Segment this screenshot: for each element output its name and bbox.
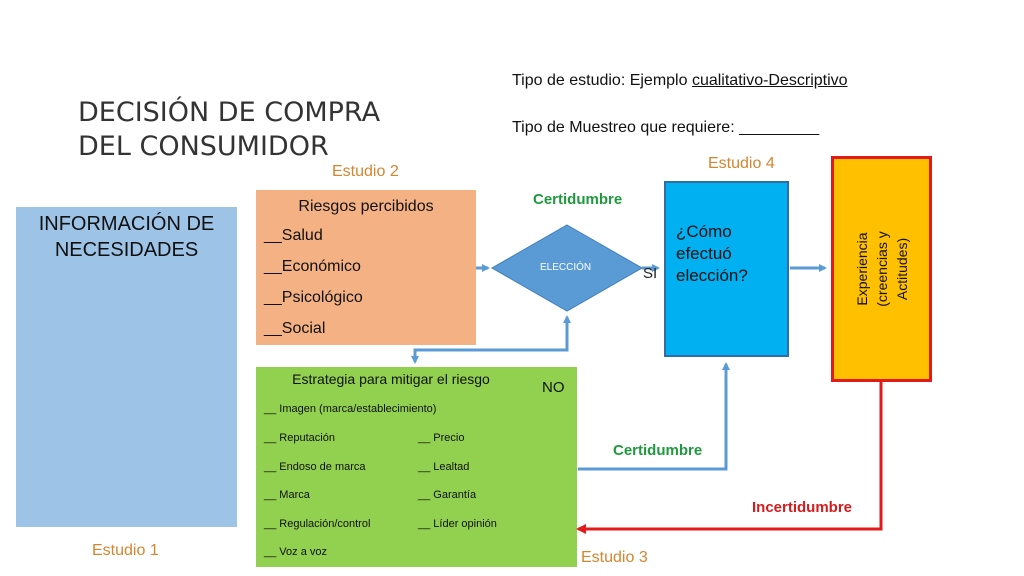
needs-information-box: INFORMACIÓN DE NECESIDADES bbox=[16, 207, 237, 527]
needs-line-2: NECESIDADES bbox=[54, 239, 199, 261]
strategy-item: __ Regulación/control bbox=[264, 518, 371, 530]
yes-branch-label: SI bbox=[643, 265, 658, 282]
certainty-top-label: Certidumbre bbox=[533, 191, 623, 208]
needs-line-1: INFORMACIÓN DE bbox=[38, 213, 215, 235]
strategy-item: __ Líder opinión bbox=[418, 518, 497, 530]
study-type-prefix: Tipo de estudio: Ejemplo bbox=[512, 72, 692, 89]
certainty-bottom-label: Certidumbre bbox=[613, 442, 703, 459]
strategy-item: __ Imagen (marca/establecimiento) bbox=[264, 403, 437, 415]
strategy-item: __ Voz a voz bbox=[264, 546, 327, 558]
risk-item: __Económico bbox=[264, 258, 361, 275]
experience-box: Experiencia (creencias y Actitudes) bbox=[831, 156, 932, 382]
arrow-strategy-to-how bbox=[578, 362, 730, 471]
arrow-experience-to-strategy bbox=[576, 382, 883, 534]
sampling-type: Tipo de Muestreo que requiere: _________ bbox=[512, 119, 820, 136]
strategy-item: __ Endoso de marca bbox=[264, 461, 366, 473]
strategy-title: Estrategia para mitigar el riesgo bbox=[292, 371, 490, 387]
strategy-item: __ Reputación bbox=[264, 432, 335, 444]
title-line-1: DECISIÓN DE COMPRA bbox=[78, 97, 381, 128]
strategy-item: __ Marca bbox=[264, 489, 310, 501]
arrow-strategy-to-decision bbox=[413, 315, 571, 362]
how-line-1: ¿Cómo bbox=[676, 222, 732, 241]
title-line-2: DEL CONSUMIDOR bbox=[78, 131, 329, 162]
study-2-label: Estudio 2 bbox=[332, 163, 399, 180]
strategy-item: __ Garantía bbox=[418, 489, 477, 501]
study-1-label: Estudio 1 bbox=[92, 542, 159, 559]
arrow-decision-to-strategy bbox=[411, 348, 567, 364]
page-title: DECISIÓN DE COMPRA DEL CONSUMIDOR bbox=[78, 96, 408, 164]
decision-diamond bbox=[490, 224, 644, 312]
how-choice-made-box: ¿Cómo efectuó elección? bbox=[664, 181, 789, 357]
study-4-label: Estudio 4 bbox=[708, 155, 775, 172]
perceived-risks-box: Riesgos percibidos __Salud __Económico _… bbox=[256, 190, 476, 345]
decision-label: ELECCIÓN bbox=[540, 262, 592, 273]
study-type-value: cualitativo-Descriptivo bbox=[691, 72, 848, 89]
how-line-3: elección? bbox=[676, 266, 748, 285]
risk-item: __Social bbox=[264, 320, 326, 337]
strategy-item: __ Precio bbox=[418, 432, 465, 444]
how-line-2: efectuó bbox=[676, 244, 732, 263]
risk-mitigation-strategy-box: Estrategia para mitigar el riesgo NO __ … bbox=[256, 367, 577, 567]
risk-item: __Salud bbox=[264, 227, 323, 244]
study-3-label: Estudio 3 bbox=[581, 549, 648, 566]
risks-title: Riesgos percibidos bbox=[298, 198, 434, 215]
risk-item: __Psicológico bbox=[264, 289, 363, 306]
no-branch-label: NO bbox=[542, 379, 565, 396]
strategy-item: __ Lealtad bbox=[418, 461, 470, 473]
study-type: Tipo de estudio: Ejemplo cualitativo-Des… bbox=[512, 72, 848, 90]
uncertainty-label: Incertidumbre bbox=[752, 499, 853, 516]
